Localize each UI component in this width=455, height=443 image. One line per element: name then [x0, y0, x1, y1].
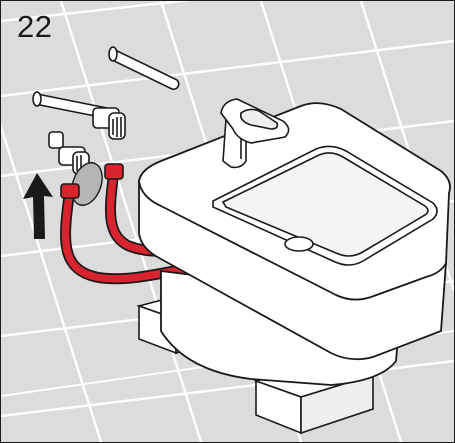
arrow-up-icon	[23, 173, 53, 239]
faucet	[220, 98, 290, 169]
bidet-bowl	[212, 145, 438, 266]
angle-valve	[92, 107, 126, 140]
step-number: 22	[17, 9, 53, 44]
wall-plug	[108, 46, 180, 91]
hose-nut	[60, 163, 124, 199]
